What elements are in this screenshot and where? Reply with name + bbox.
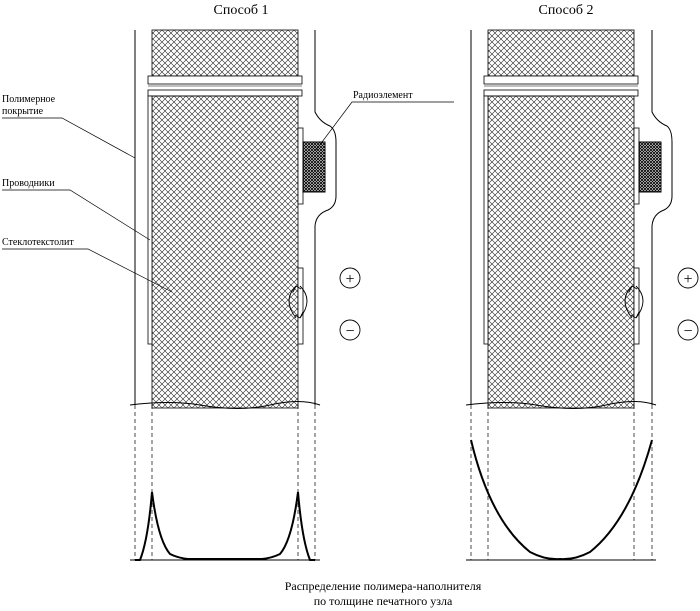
method1-distribution-curve [135,491,315,561]
method1-coating-outline [134,30,337,405]
method1-group: Способ 1 [129,3,337,561]
minus-terminal-icon [339,319,361,341]
method2-title: Способ 2 [538,3,593,18]
method1-left-conductor [147,95,153,345]
method1-fiberglass-board [151,95,299,409]
method1-guides [134,405,316,560]
label-radio-element: Радиоэлемент [353,90,413,101]
caption-line2: по толщине печатного узла [314,594,453,608]
left-labels: Полимерное покрытие Проводники Стеклотек… [2,90,454,293]
method2-top-board [487,29,635,77]
method2-group: Способ 2 [465,3,673,561]
method2-right-conductor [633,127,640,205]
method2-break-line [465,401,657,409]
polarity-method2: + − [677,267,699,341]
method2-left-conductor [483,95,489,345]
minus-terminal-icon [677,319,699,341]
minus-symbol: − [345,323,354,340]
method2-right-conductor [633,267,640,345]
method2-distribution-curve [470,439,653,561]
method1-right-conductor [297,267,304,345]
method2-coating-outline [470,30,673,405]
plus-symbol: + [345,271,354,288]
method1-radio-element [302,141,326,193]
leader-conductors [2,189,151,241]
method2-conductor-bar [483,89,639,97]
label-polymer-coating-2: покрытие [2,106,44,117]
label-fiberglass: Стеклотекстолит [2,237,74,248]
minus-symbol: − [683,323,692,340]
plus-terminal-icon [677,267,699,289]
polarity-method1: + − [339,267,361,341]
label-polymer-coating-1: Полимерное [2,94,56,105]
method2-guides [470,405,653,560]
method2-current-arrow [624,285,644,319]
leader-polymer-coating [2,117,136,159]
plus-terminal-icon [339,267,361,289]
method2-radio-element [638,141,662,193]
method1-top-board [151,29,299,77]
method1-conductor-bar [147,89,303,97]
leader-radio-element [315,101,454,151]
label-conductors: Проводники [2,178,55,189]
method1-right-conductor [297,127,304,205]
method2-conductor-bar [483,75,639,85]
method1-conductor-bar [147,75,303,85]
method1-title: Способ 1 [213,3,268,18]
method1-break-line [129,401,321,409]
method1-current-arrow [288,285,308,319]
method2-fiberglass-board [487,95,635,409]
caption-line1: Распределение полимера-наполнителя [285,579,482,593]
plus-symbol: + [683,271,692,288]
leader-fiberglass [2,248,173,293]
